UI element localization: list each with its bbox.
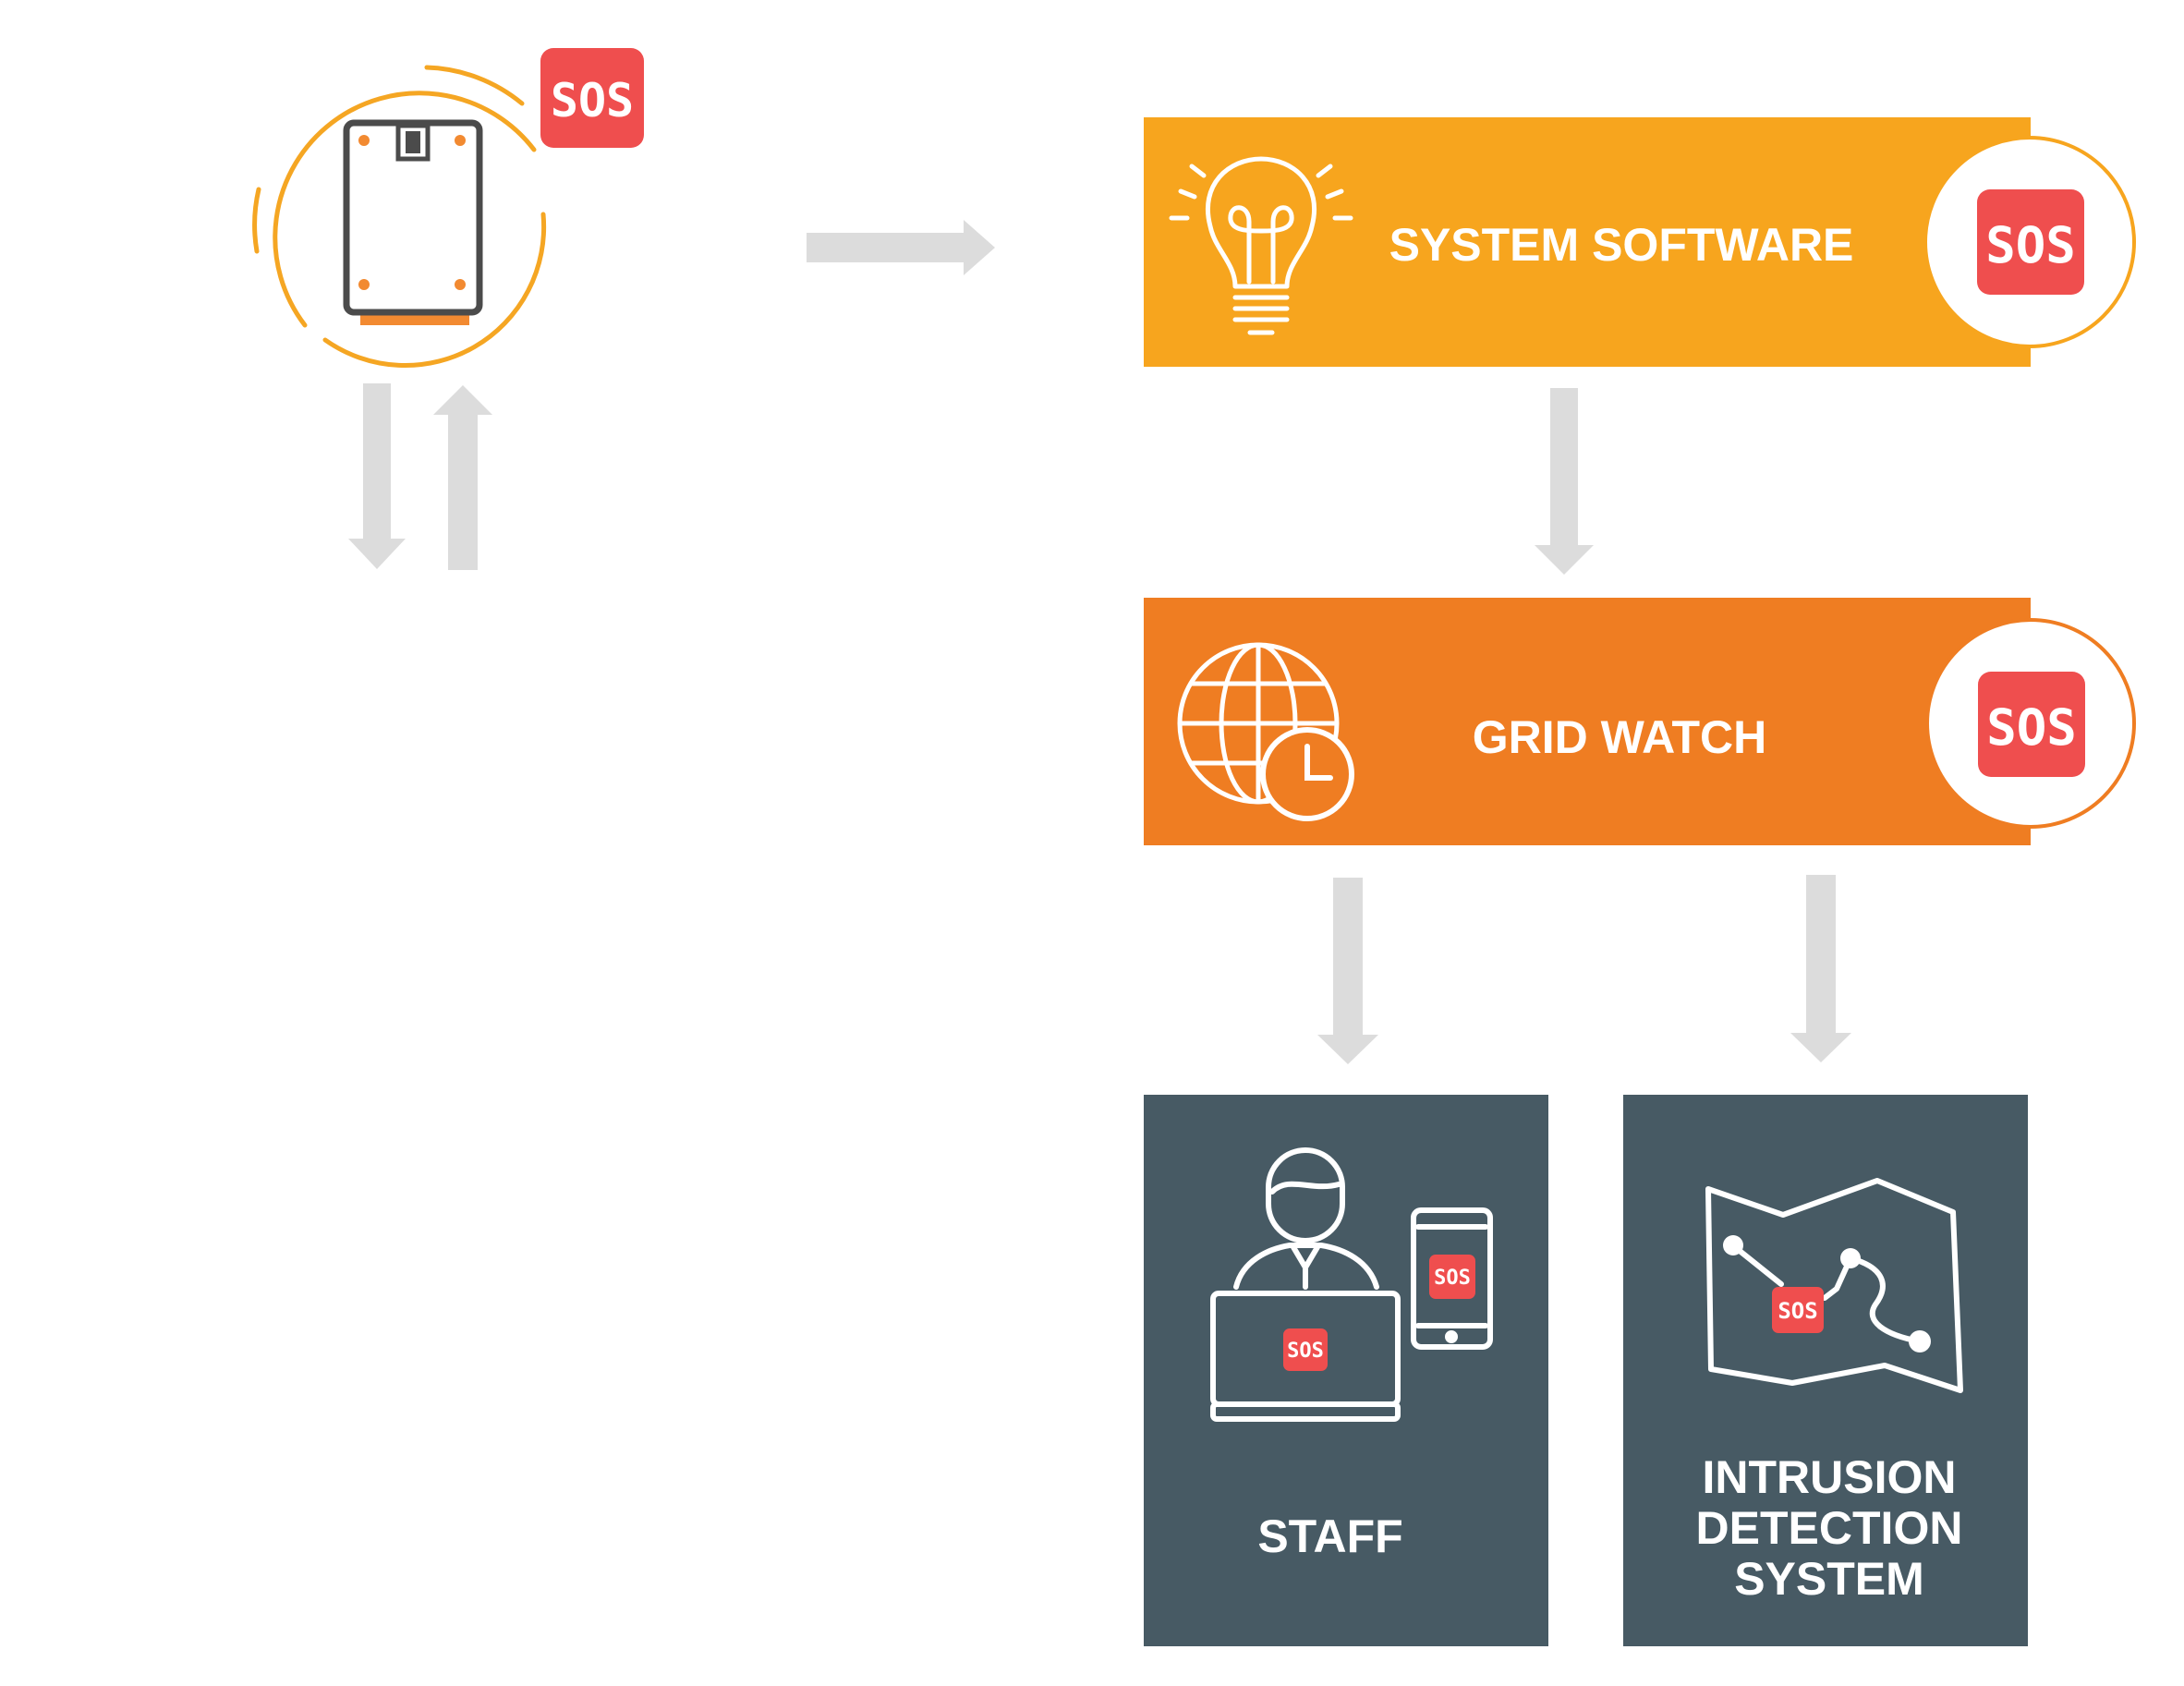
intrusion-label-line-1: INTRUSION — [1703, 1451, 1957, 1503]
system-software-bar — [1144, 117, 2031, 367]
staff-label: STAFF — [1257, 1510, 1402, 1562]
arrows — [348, 220, 1851, 1064]
handheld-device-icon — [343, 119, 483, 325]
grid-watch-sos-marker: SOS — [1925, 618, 2136, 829]
arrow-system-software-to-grid-watch — [1535, 388, 1594, 575]
map-route-points — [1723, 1235, 1931, 1352]
map-route-icon — [1705, 1178, 1963, 1393]
system-software-label: SYSTEM SOFTWARE — [1389, 219, 1854, 271]
grid-watch-label: GRID WATCH — [1473, 711, 1766, 763]
map-sos-badge: SOS — [1772, 1287, 1824, 1333]
lightbulb-icon — [1169, 156, 1353, 335]
map-badge-text: SOS — [1778, 1298, 1817, 1324]
arrow-device-down — [348, 383, 406, 569]
system-software-node: SYSTEM SOFTWARE SOS — [1144, 117, 2136, 367]
grid-watch-badge-text: SOS — [1986, 698, 2077, 757]
staff-node: SOS SOS STAFF — [1144, 1095, 1548, 1646]
intrusion-node: SOS INTRUSION DETECTION SYSTEM — [1623, 1095, 2028, 1646]
laptop-badge-text: SOS — [1287, 1340, 1324, 1363]
phone-sos-badge: SOS — [1429, 1255, 1475, 1299]
arrow-up-to-device — [433, 385, 492, 570]
intrusion-label-line-3: SYSTEM — [1734, 1553, 1924, 1605]
arrow-device-to-system-software — [807, 220, 995, 275]
system-software-sos-marker: SOS — [1923, 136, 2136, 348]
intrusion-label-line-2: DETECTION — [1696, 1502, 1963, 1554]
globe-clock-icon — [1177, 642, 1354, 821]
system-software-badge-text: SOS — [1985, 216, 2076, 274]
laptop-sos-badge: SOS — [1283, 1328, 1328, 1371]
arrow-grid-watch-to-staff — [1317, 878, 1378, 1064]
arrow-grid-watch-to-intrusion — [1790, 875, 1851, 1062]
device-node: SOS — [252, 48, 644, 369]
phone-badge-text: SOS — [1434, 1267, 1471, 1290]
signal-ring — [252, 65, 547, 369]
person-laptop-phone-icon — [1210, 1147, 1493, 1422]
device-badge-text: SOS — [551, 74, 634, 127]
device-sos-badge: SOS — [540, 48, 644, 148]
staff-panel — [1144, 1095, 1548, 1646]
grid-watch-node: GRID WATCH SOS — [1144, 598, 2136, 845]
